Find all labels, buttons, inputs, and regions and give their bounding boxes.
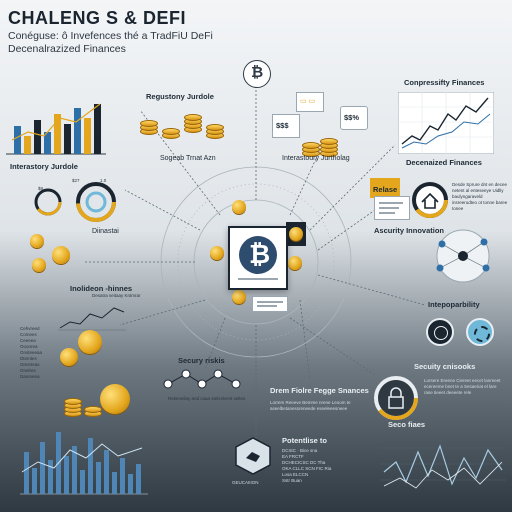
list-item: EA FRCTF xyxy=(282,454,304,459)
link-security-risks xyxy=(204,317,226,371)
page-subtitle: Conéguse: ô Invefences thé a TradFiU DeF… xyxy=(8,30,238,56)
interestory-title: Interastory Jurdole xyxy=(10,162,78,171)
list-item: Comees xyxy=(20,332,37,337)
dollar-caption: Interastoury Jurtholag xyxy=(282,155,350,162)
lock-icon xyxy=(374,376,418,420)
link-security-cnisooks xyxy=(289,317,376,376)
security-innovation-title: Ascurity Innovation xyxy=(374,226,445,235)
list-item: Onelres xyxy=(20,368,36,373)
list-item: Losa ELCCN xyxy=(282,472,309,477)
dram-fiolre-title: Drem Fiolre Fegge Snances xyxy=(270,386,369,395)
potentiise-caption: GEUCAIIION xyxy=(232,480,259,485)
list-item: DCHECICSC DC Tha xyxy=(282,460,326,465)
top-left-bar-chart xyxy=(6,103,106,155)
potentiise-title: Potentlise to xyxy=(282,436,328,445)
list-item: Dasreeea xyxy=(20,374,40,379)
regulatory-caption: Sogeab Trnat Azn xyxy=(160,155,216,162)
interestory-value-1: $27 xyxy=(72,178,80,183)
security-innovation-badge: Relase xyxy=(370,178,401,198)
list-item: Omstreas xyxy=(20,362,40,367)
inolideon-caption: Desatra seitaay Kntmrar xyxy=(92,293,141,298)
inolideon-list: Cehvreed Comees Ceeeea Ooonrea Onsteeeaa… xyxy=(20,326,54,380)
list-item: DCISC · Bice sna xyxy=(282,448,318,453)
left-coin-1 xyxy=(30,234,44,248)
inolideon-coin-large xyxy=(100,384,130,414)
dollar-coin-stacks xyxy=(302,120,352,160)
inolideon-line-chart xyxy=(58,307,126,331)
conpressify-line-chart xyxy=(398,92,494,154)
link-interoperability xyxy=(317,274,426,306)
list-item: OKA CLLC SCN FIC Ria xyxy=(282,466,332,471)
dollar-document-2: ▭ ▭ xyxy=(296,92,324,112)
security-innovation-text: Desde Sprure dnt en decee netent al ente… xyxy=(452,182,508,211)
subtitle-line-1: Conéguse: ô Invefences thé a TradFiU DeF… xyxy=(8,30,213,42)
security-cnisooks-text: Lorsere Ereene Ciereet eecet lanreeet ec… xyxy=(424,378,501,395)
bitcoin-document-icon: ₿ xyxy=(228,226,288,290)
list-item: Onsteeeaa xyxy=(20,350,43,355)
interestory-value-3: 1.0 xyxy=(100,178,107,183)
inolideon-coin-1 xyxy=(78,330,102,354)
security-risks-title: Secury riskis xyxy=(178,356,225,365)
regulatory-title: Regustony Jurdole xyxy=(146,92,214,101)
center-caption-card xyxy=(252,296,288,312)
center-coin-bottom xyxy=(232,290,246,304)
subtitle-line-2: Decenalrazized Finances xyxy=(8,43,126,55)
dollar-document-1: $$$ xyxy=(272,114,300,138)
interestory-value-2: $8 xyxy=(38,186,44,191)
center-side-card xyxy=(286,222,306,246)
fingerprint-icon xyxy=(426,318,454,346)
regulatory-coin-stacks xyxy=(140,108,240,148)
home-icon xyxy=(412,182,448,218)
link-interestory xyxy=(124,189,201,231)
list-item: Ceeeea xyxy=(20,338,36,343)
left-coin-3 xyxy=(32,258,46,272)
list-item: Dtemtes xyxy=(20,356,37,361)
security-cnisooks-title: Secuity cnisooks xyxy=(414,362,476,371)
conpressify-caption: Decenaized Finances xyxy=(406,158,482,167)
potentiise-lines: DCISC · Bice sna EA FRCTF DCHECICSC DC T… xyxy=(282,448,362,484)
seco-fiaes-title: Seco fiaes xyxy=(388,420,426,429)
center-coin-left xyxy=(210,246,224,260)
interestory-gauges xyxy=(34,182,116,222)
inolideon-coin-2 xyxy=(60,348,78,366)
dollar-document-3: $$% xyxy=(340,106,368,130)
list-item: Sstr Buan xyxy=(282,478,302,483)
interestory-caption: Diinastai xyxy=(92,228,119,235)
conpressify-title: Conpressifty Finances xyxy=(404,78,485,87)
link-inolideon xyxy=(119,299,206,326)
page-title: CHALENG S & DEFI xyxy=(8,8,187,28)
center-coin-right xyxy=(288,256,302,270)
link-security-innovation xyxy=(317,209,376,251)
bottom-left-bar-chart xyxy=(20,432,148,495)
dollar-sign-2: $$% xyxy=(344,113,360,122)
network-diagram xyxy=(436,229,490,283)
interoperability-title: Intepoparbility xyxy=(428,300,480,309)
inolideon-title: Inolideon -hinnes xyxy=(70,284,133,293)
seco-fiaes-line-chart xyxy=(380,444,506,489)
left-coin-2 xyxy=(52,246,70,264)
link-dram xyxy=(299,299,311,381)
gear-icon xyxy=(466,318,494,346)
security-risks-caption: Rekeneilay and caaa stelzelvest seltes xyxy=(168,396,246,401)
dollar-sign-1: $$$ xyxy=(276,121,289,130)
bitcoin-circle-icon: ₿ xyxy=(243,60,271,88)
list-item: Cehvreed xyxy=(20,326,40,331)
shield-icon xyxy=(235,437,271,475)
security-innovation-document xyxy=(374,196,410,220)
list-item: Ooonrea xyxy=(20,344,38,349)
security-risks-chain xyxy=(163,369,241,389)
dram-fiolre-text: Lorrem Reeeve Bemme nrene Leoom te aseel… xyxy=(270,400,351,411)
inolideon-coin-stacks xyxy=(64,380,124,420)
center-coin-top xyxy=(232,200,246,214)
link-conpressify xyxy=(309,144,396,231)
